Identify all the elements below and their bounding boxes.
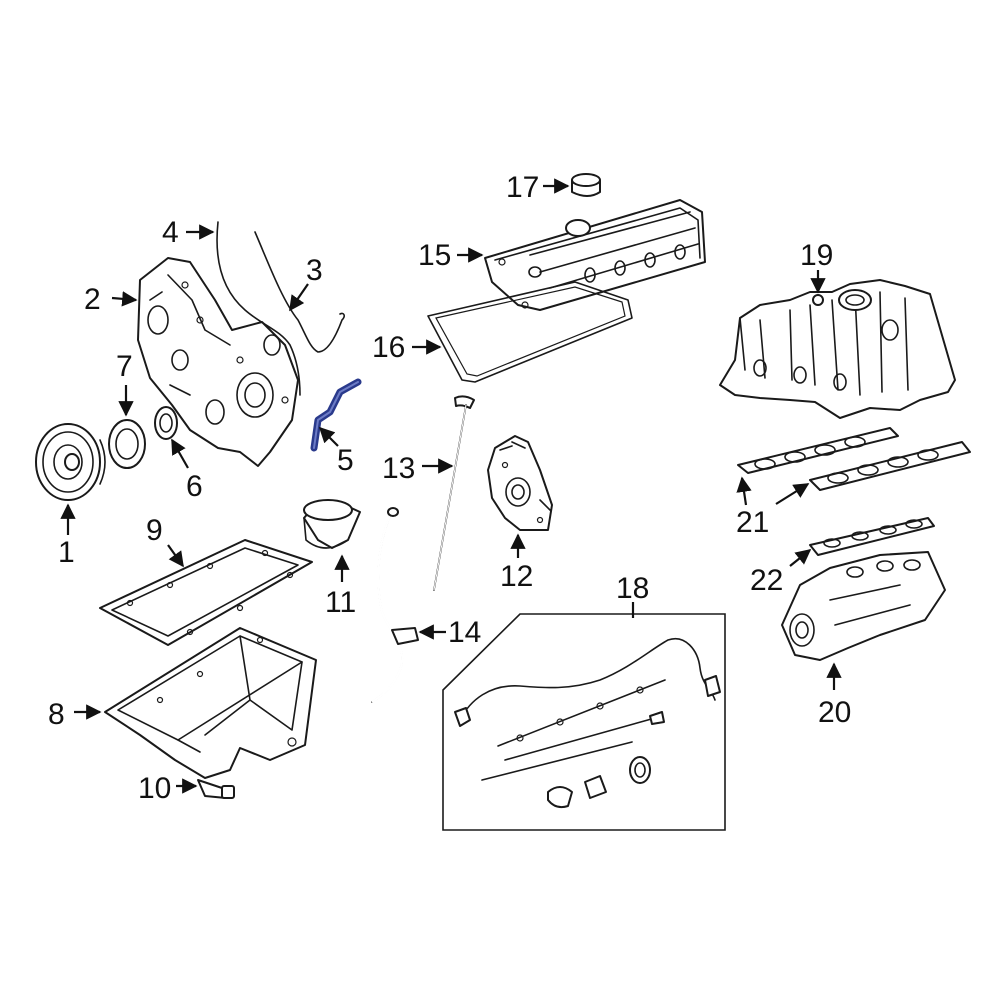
callout-17: 17 <box>506 171 539 204</box>
part-oil-pan-gasket[interactable] <box>99 539 313 646</box>
callout-14: 14 <box>448 616 481 649</box>
callout-8: 8 <box>48 698 65 731</box>
part-timing-cover[interactable] <box>137 257 299 467</box>
part-oil-pump[interactable] <box>487 435 553 531</box>
part-wiring-harness-kit[interactable] <box>442 613 726 831</box>
callout-1: 1 <box>58 536 75 569</box>
part-drain-plug[interactable] <box>197 779 235 799</box>
callout-21: 21 <box>736 506 769 539</box>
part-valve-cover-gasket[interactable] <box>427 281 633 383</box>
part-oil-filter[interactable] <box>303 499 361 549</box>
callout-leaders <box>60 178 842 794</box>
callout-20: 20 <box>818 696 851 729</box>
part-lower-intake-gasket[interactable] <box>809 517 935 556</box>
callout-7: 7 <box>116 350 133 383</box>
callout-11: 11 <box>325 586 356 619</box>
part-lower-intake-manifold[interactable] <box>781 551 946 661</box>
callout-2: 2 <box>84 283 101 316</box>
callout-6: 6 <box>186 470 203 503</box>
part-dipstick-tube[interactable] <box>371 507 419 703</box>
part-oil-filler-cap[interactable] <box>571 173 601 197</box>
part-oil-pan[interactable] <box>104 627 317 779</box>
part-dipstick[interactable] <box>433 395 475 591</box>
callout-16: 16 <box>372 331 405 364</box>
callout-18: 18 <box>616 572 649 605</box>
callout-10: 10 <box>138 772 171 805</box>
callout-19: 19 <box>800 239 833 272</box>
callout-numbers: 1 2 3 4 5 6 7 8 9 10 11 12 13 14 15 16 1… <box>48 171 851 805</box>
part-highlighted-tube[interactable] <box>310 378 362 452</box>
callout-4: 4 <box>162 216 179 249</box>
part-upper-intake-manifold[interactable] <box>719 279 956 419</box>
part-cover-gasket[interactable] <box>216 221 301 396</box>
part-front-seal[interactable] <box>108 419 146 469</box>
callout-5: 5 <box>337 444 354 477</box>
part-valve-cover[interactable] <box>484 199 706 311</box>
part-seal-ring[interactable] <box>154 406 178 440</box>
callout-22: 22 <box>750 564 783 597</box>
callout-3: 3 <box>306 254 323 287</box>
callout-9: 9 <box>146 514 163 547</box>
callout-12: 12 <box>500 560 533 593</box>
part-intake-gaskets[interactable] <box>737 427 971 491</box>
part-gasket-3[interactable] <box>254 231 345 353</box>
callout-13: 13 <box>382 452 415 485</box>
callout-15: 15 <box>418 239 451 272</box>
part-crank-pulley[interactable] <box>35 423 106 501</box>
